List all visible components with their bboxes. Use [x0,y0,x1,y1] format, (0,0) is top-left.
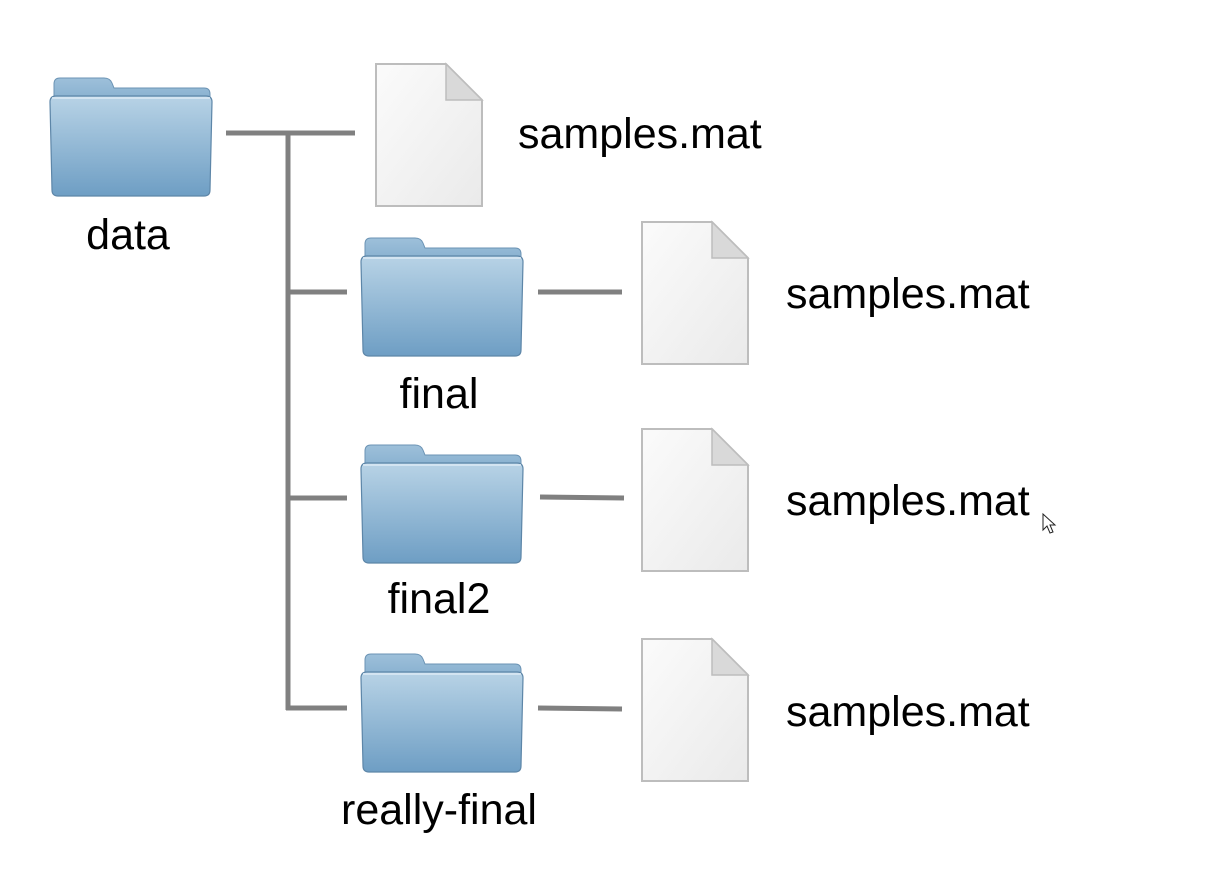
mouse-cursor-icon [1042,512,1057,534]
folder-label-data[interactable]: data [86,211,170,259]
file-icon[interactable] [641,638,749,782]
leaf-line-final2 [539,494,625,501]
connector-lines [226,130,625,712]
file-label-really-final-samples[interactable]: samples.mat [786,688,1030,736]
folder-icon[interactable] [360,237,524,357]
file-icon[interactable] [641,428,749,572]
folder-label-final[interactable]: final [399,370,479,418]
folder-label-really-final[interactable]: really-final [341,786,537,834]
folder-icon[interactable] [360,653,524,773]
folder-icon[interactable] [360,444,524,564]
file-icon[interactable] [375,63,483,207]
file-label-root-samples[interactable]: samples.mat [518,110,762,158]
leaf-line-really-final [537,705,623,712]
folder-label-final2[interactable]: final2 [387,575,491,623]
file-label-final2-samples[interactable]: samples.mat [786,477,1030,525]
file-icon[interactable] [641,221,749,365]
folder-icon[interactable] [49,77,213,197]
file-label-final-samples[interactable]: samples.mat [786,270,1030,318]
